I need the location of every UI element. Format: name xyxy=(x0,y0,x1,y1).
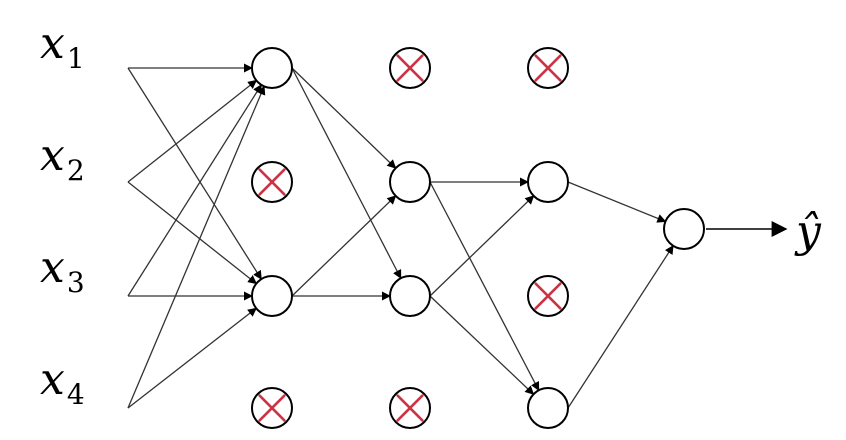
drop-cross-icon-h1_4-1 xyxy=(258,394,286,422)
edge-h1_3-h2_2 xyxy=(291,195,397,297)
unit-h3_4 xyxy=(527,387,569,429)
unit-h2_3 xyxy=(389,275,431,317)
input-sub-x1: 1 xyxy=(67,42,85,75)
input-var-x2: x xyxy=(40,130,65,181)
edge-x4-h1_1 xyxy=(127,85,266,409)
dropped-unit-h3_3 xyxy=(527,275,569,317)
dropped-unit-h2_4 xyxy=(389,387,431,429)
nodes-group xyxy=(251,47,705,429)
edge-x3-h1_1 xyxy=(127,84,262,297)
node-circle-h2_2 xyxy=(389,161,431,203)
edge-x1-h1_3 xyxy=(127,67,262,280)
edge-h2_3-h3_4 xyxy=(429,295,535,395)
unit-h1_1 xyxy=(251,47,293,89)
edge-x2-h1_3 xyxy=(127,181,258,285)
edge-h3_4-out xyxy=(567,245,674,409)
input-label-x1: x1 xyxy=(40,18,85,75)
dropped-unit-h3_1 xyxy=(527,47,569,89)
unit-h1_3 xyxy=(251,275,293,317)
unit-out xyxy=(663,208,705,250)
input-var-x4: x xyxy=(40,354,65,405)
node-circle-h3_4 xyxy=(527,387,569,429)
input-sub-x3: 3 xyxy=(67,266,85,299)
dropped-unit-h1_2 xyxy=(251,161,293,203)
node-circle-h1_3 xyxy=(251,275,293,317)
input-sub-x4: 4 xyxy=(67,378,85,411)
input-label-x3: x3 xyxy=(40,242,85,299)
drop-cross-icon-h2_1-1 xyxy=(396,54,424,82)
drop-cross-icon-h2_4-1 xyxy=(396,394,424,422)
edge-x4-h1_3 xyxy=(127,307,257,409)
input-sub-x2: 2 xyxy=(67,154,85,187)
node-circle-out xyxy=(663,208,705,250)
edge-h2_2-h3_4 xyxy=(429,181,540,392)
node-circle-h1_1 xyxy=(251,47,293,89)
unit-h3_2 xyxy=(527,161,569,203)
output-label-y-hat: ŷ xyxy=(794,206,822,257)
drop-cross-icon-h3_3-1 xyxy=(534,282,562,310)
input-label-x4: x4 xyxy=(40,354,85,411)
drop-cross-icon-h3_1-1 xyxy=(534,54,562,82)
edge-h2_3-h3_2 xyxy=(429,195,535,297)
edge-h1_1-h2_3 xyxy=(291,67,402,280)
edge-x2-h1_1 xyxy=(127,79,258,183)
node-circle-h3_2 xyxy=(527,161,569,203)
input-labels: x1 x2 x3 x4 xyxy=(40,18,85,411)
connections-group xyxy=(127,63,674,409)
input-label-x2: x2 xyxy=(40,130,85,187)
input-var-x1: x xyxy=(40,18,65,69)
dropped-unit-h2_1 xyxy=(389,47,431,89)
dropped-unit-h1_4 xyxy=(251,387,293,429)
drop-cross-icon-h1_2-1 xyxy=(258,168,286,196)
unit-h2_2 xyxy=(389,161,431,203)
node-circle-h2_3 xyxy=(389,275,431,317)
input-var-x3: x xyxy=(40,242,65,293)
edge-h1_1-h2_2 xyxy=(291,67,397,169)
edge-h3_2-out xyxy=(567,181,667,223)
